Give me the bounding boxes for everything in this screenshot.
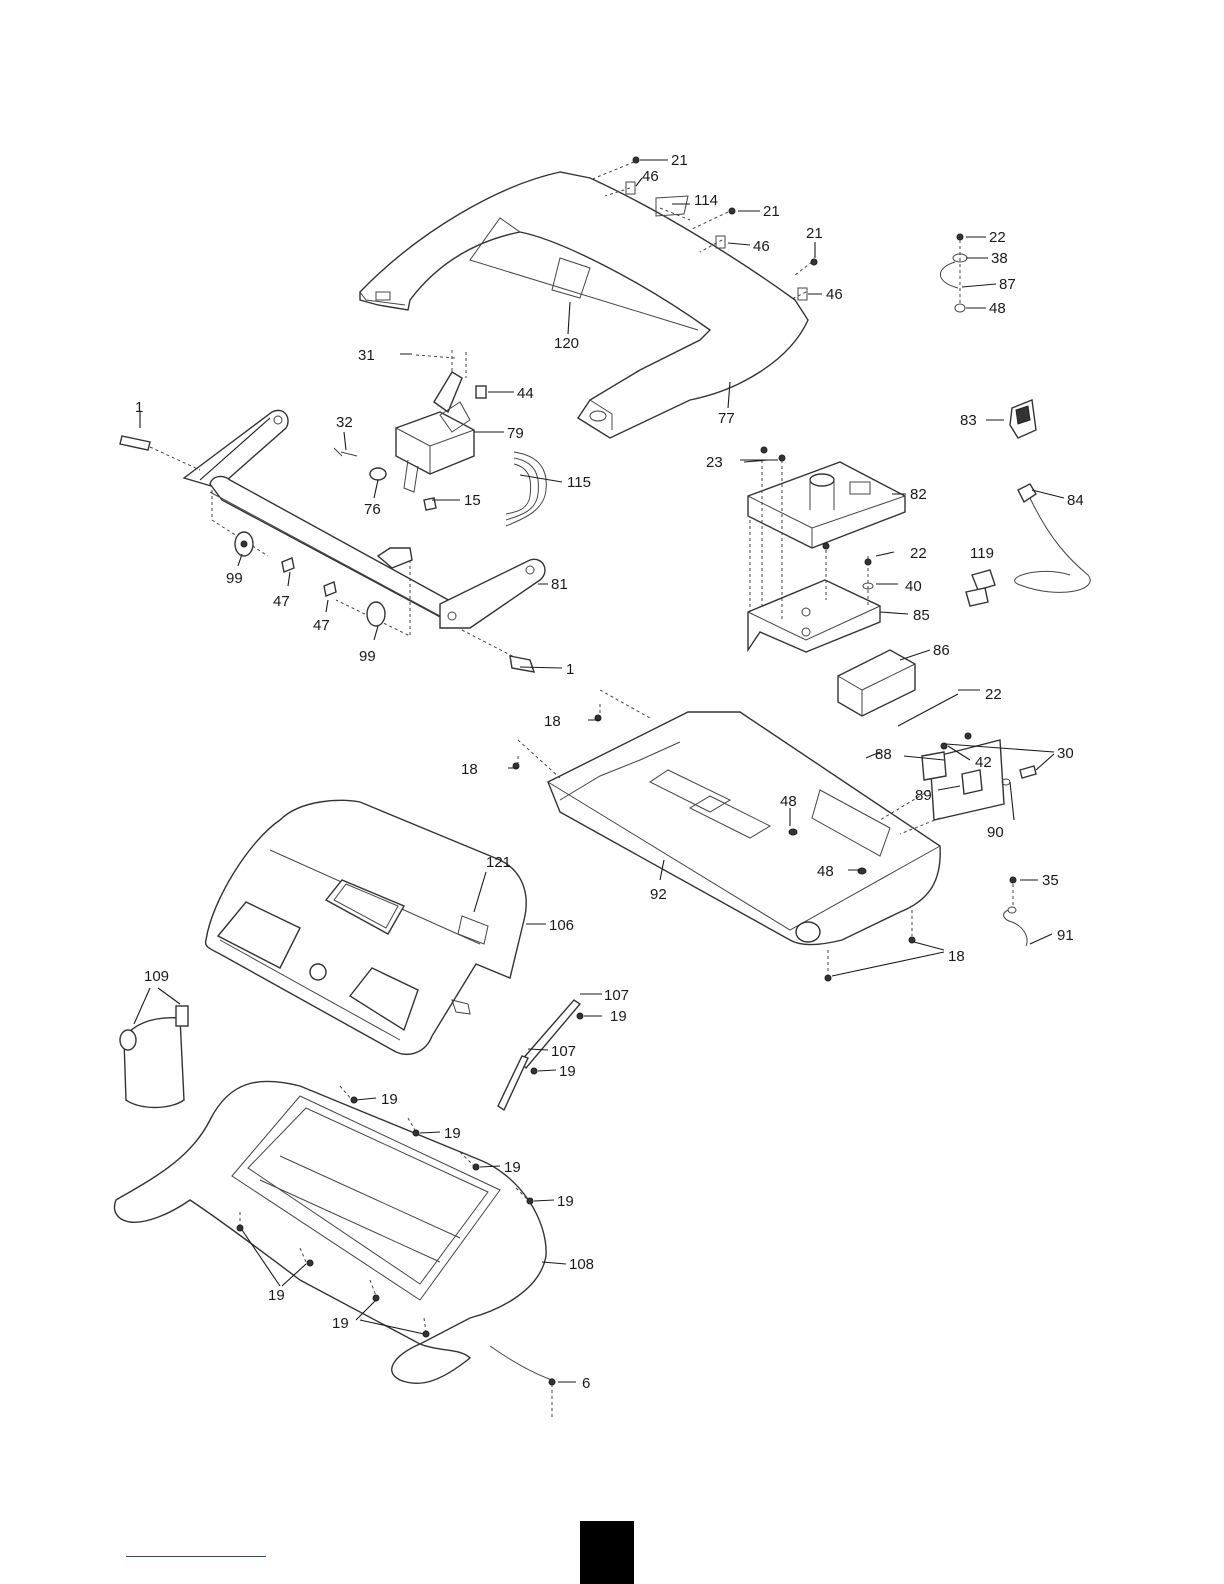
- page-number-box: [580, 1521, 634, 1584]
- callout-115: 115: [567, 474, 591, 491]
- callout-21: 21: [671, 152, 688, 169]
- callout-19: 19: [444, 1125, 461, 1142]
- callout-40: 40: [905, 578, 922, 595]
- accessory-part-109: [120, 1006, 188, 1108]
- callout-91: 91: [1057, 927, 1074, 944]
- callout-21: 21: [806, 225, 823, 242]
- callout-114: 114: [694, 192, 718, 209]
- callout-119: 119: [970, 545, 994, 562]
- callout-19: 19: [610, 1008, 627, 1025]
- callout-86: 86: [933, 642, 950, 659]
- callout-46: 46: [826, 286, 843, 303]
- callout-48: 48: [989, 300, 1006, 317]
- plate-assembly-part-90: [880, 733, 1036, 834]
- console-part-106: [206, 800, 527, 1054]
- callout-19: 19: [504, 1159, 521, 1176]
- callout-90: 90: [987, 824, 1004, 841]
- callout-30: 30: [1057, 745, 1074, 762]
- controller-assembly: [748, 447, 915, 716]
- callout-42: 42: [975, 754, 992, 771]
- callout-22: 22: [985, 686, 1002, 703]
- callout-19: 19: [268, 1287, 285, 1304]
- callout-77: 77: [718, 410, 735, 427]
- callout-18: 18: [461, 761, 478, 778]
- callout-47: 47: [313, 617, 330, 634]
- wire-harness-part-115: [506, 452, 546, 526]
- callout-38: 38: [991, 250, 1008, 267]
- callout-79: 79: [507, 425, 524, 442]
- callout-44: 44: [517, 385, 534, 402]
- callout-92: 92: [650, 886, 667, 903]
- callout-47: 47: [273, 593, 290, 610]
- callout-48: 48: [780, 793, 797, 810]
- pivot-assembly-part-79: [334, 350, 486, 510]
- ground-wire-part-91: [1004, 877, 1027, 946]
- callout-23: 23: [706, 454, 723, 471]
- callout-15: 15: [464, 492, 481, 509]
- callout-32: 32: [336, 414, 353, 431]
- base-tray-part-92: [513, 690, 940, 981]
- callout-106: 106: [549, 917, 574, 934]
- callout-46: 46: [642, 168, 659, 185]
- callout-21: 21: [763, 203, 780, 220]
- callout-76: 76: [364, 501, 381, 518]
- callout-88: 88: [875, 746, 892, 763]
- callout-35: 35: [1042, 872, 1059, 889]
- callout-19: 19: [381, 1091, 398, 1108]
- callout-109: 109: [144, 968, 169, 985]
- footer-link-underline[interactable]: [126, 1556, 266, 1557]
- upright-base-part-81: [120, 410, 545, 672]
- callout-18: 18: [544, 713, 561, 730]
- callout-82: 82: [910, 486, 927, 503]
- callout-22: 22: [910, 545, 927, 562]
- callout-81: 81: [551, 576, 568, 593]
- hood-part-77: [360, 172, 808, 438]
- callout-6: 6: [582, 1375, 590, 1392]
- callout-87: 87: [999, 276, 1016, 293]
- callout-19: 19: [332, 1315, 349, 1332]
- callout-19: 19: [557, 1193, 574, 1210]
- callout-99: 99: [359, 648, 376, 665]
- ground-wire-assembly: [940, 234, 967, 312]
- callout-121: 121: [486, 854, 511, 871]
- callout-48: 48: [817, 863, 834, 880]
- callout-1: 1: [135, 399, 143, 416]
- callout-18: 18: [948, 948, 965, 965]
- callout-120: 120: [554, 335, 579, 352]
- callout-99: 99: [226, 570, 243, 587]
- console-base-part-108: [115, 1081, 555, 1420]
- callout-1: 1: [566, 661, 574, 678]
- callout-22: 22: [989, 229, 1006, 246]
- callout-19: 19: [559, 1063, 576, 1080]
- callout-108: 108: [569, 1256, 594, 1273]
- callout-83: 83: [960, 412, 977, 429]
- callout-46: 46: [753, 238, 770, 255]
- callout-107: 107: [604, 987, 629, 1004]
- callout-31: 31: [358, 347, 375, 364]
- callout-84: 84: [1067, 492, 1084, 509]
- switch-part-83: [1010, 400, 1036, 438]
- callout-85: 85: [913, 607, 930, 624]
- callout-89: 89: [915, 787, 932, 804]
- callout-107: 107: [551, 1043, 576, 1060]
